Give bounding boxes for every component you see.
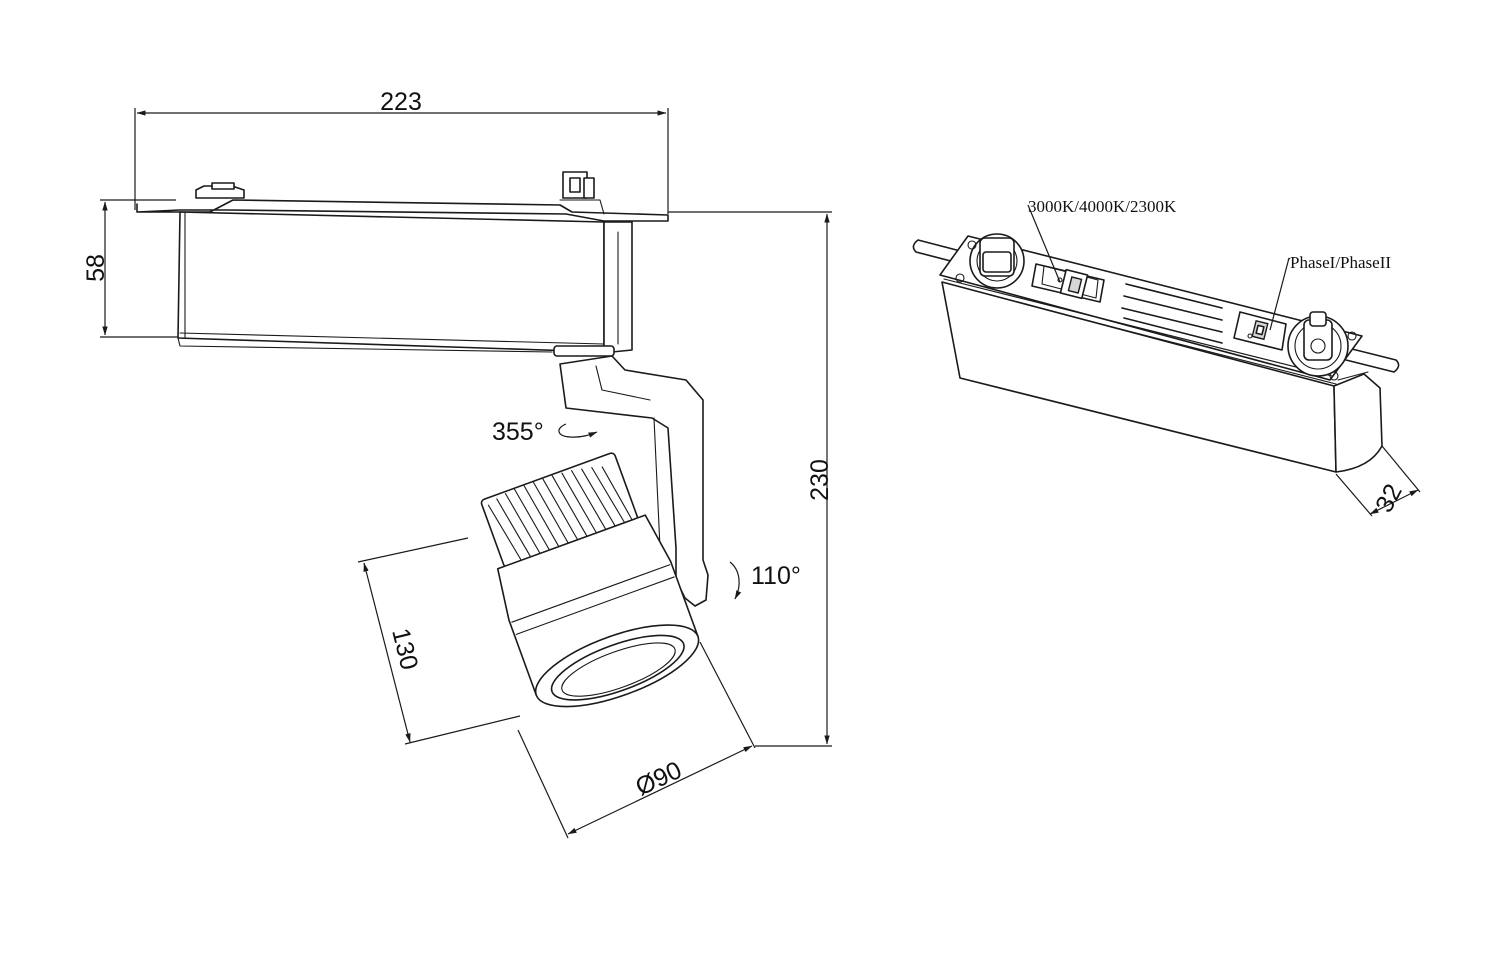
connector-left xyxy=(955,233,1025,289)
cct-label: 3000K/4000K/2300K xyxy=(1028,197,1177,216)
housing-end-cap xyxy=(1333,373,1383,473)
phase-callout: PhaseI/PhaseII xyxy=(1269,253,1391,331)
phase-switch xyxy=(1233,311,1287,351)
horizontal-rotation-label: 355° xyxy=(492,418,544,446)
dimension-total-height: 230 xyxy=(668,211,834,747)
rotation-horizontal: 355° xyxy=(492,418,598,446)
width-label: 223 xyxy=(380,88,422,116)
vertical-rotation-label: 110° xyxy=(751,562,801,590)
track-adapter xyxy=(136,171,669,222)
total-height-label: 230 xyxy=(806,459,834,501)
side-view: 223 58 230 xyxy=(82,88,834,839)
diameter-label: Ø90 xyxy=(631,756,686,801)
vertical-rotation-arrow-icon xyxy=(729,561,742,600)
cct-switch xyxy=(1031,263,1105,303)
isometric-view: 3000K/4000K/2300K PhaseI/PhaseII 32 xyxy=(912,197,1421,517)
height-label: 58 xyxy=(82,254,110,282)
horizontal-rotation-arrow-icon xyxy=(558,423,598,438)
cct-callout: 3000K/4000K/2300K xyxy=(1027,197,1177,283)
dimension-head-length: 130 xyxy=(357,537,521,745)
head-length-label: 130 xyxy=(386,625,423,672)
dimension-height: 58 xyxy=(82,199,178,338)
connector-right xyxy=(1287,311,1357,381)
lamp-head xyxy=(480,452,700,708)
dimension-width: 223 xyxy=(134,88,669,214)
vent-slots xyxy=(1121,283,1223,344)
phase-label: PhaseI/PhaseII xyxy=(1290,253,1391,272)
rotation-vertical: 110° xyxy=(729,561,801,600)
driver-box xyxy=(177,211,633,353)
rod-right xyxy=(1337,345,1400,373)
